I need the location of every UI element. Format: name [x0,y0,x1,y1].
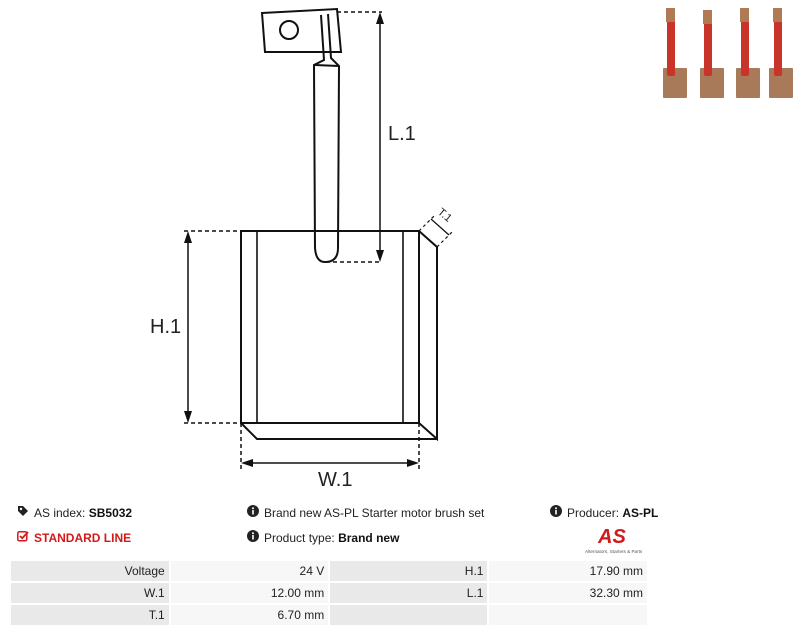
producer-label: Producer: [567,506,620,520]
logo-tagline: Alternators, Starters & Parts [585,549,643,554]
spec-value: 6.70 mm [170,605,329,625]
as-index-label: AS index: [34,506,86,520]
spec-value: 24 V [170,561,329,581]
table-row: T.1 6.70 mm [11,605,647,625]
label-t1: T.1 [435,206,454,225]
table-row: W.1 12.00 mm L.1 32.30 mm [11,583,647,603]
producer-value: AS-PL [622,506,659,520]
product-type: Product type: Brand new [246,530,399,546]
standard-line: STANDARD LINE [16,530,131,546]
standard-line-text: STANDARD LINE [34,531,132,545]
as-index-value: SB5032 [88,506,133,520]
product-type-label: Product type: [264,531,335,545]
label-l1: L.1 [388,123,416,145]
description-text: Brand new AS-PL Starter motor brush set [264,506,485,520]
spec-label: T.1 [11,605,169,625]
tag-icon [16,505,30,521]
brush-photo-4 [769,8,793,98]
brush-photo-3 [736,8,760,98]
info-icon [549,505,563,521]
product-description: Brand new AS-PL Starter motor brush set [246,505,484,521]
as-index: AS index: SB5032 [16,505,132,521]
spec-label: W.1 [11,583,169,603]
checkbox-icon [16,530,30,546]
spec-label: Voltage [11,561,169,581]
table-row: Voltage 24 V H.1 17.90 mm [11,561,647,581]
terminal-tab [260,7,343,53]
brush-photo-1 [663,8,687,98]
brush-photo-2 [700,10,724,98]
spec-label: L.1 [330,583,488,603]
product-type-value: Brand new [338,531,400,545]
terminal-hole [279,20,299,40]
logo-mark: AS [597,526,626,548]
spec-value [489,605,647,625]
spec-label: H.1 [330,561,488,581]
info-icon [246,530,260,546]
specs-table: Voltage 24 V H.1 17.90 mm W.1 12.00 mm L… [9,559,649,627]
info-icon [246,505,260,521]
spec-value: 12.00 mm [170,583,329,603]
spec-label [330,605,488,625]
brush-body [240,230,420,424]
brush-dimension-diagram: L.1 H.1 W.1 T.1 [150,7,454,491]
producer: Producer: AS-PL [549,505,658,521]
brush-wire [312,13,341,264]
as-pl-logo: AS Alternators, Starters & Parts [585,526,643,554]
spec-value: 32.30 mm [489,583,647,603]
label-w1: W.1 [318,469,352,491]
spec-value: 17.90 mm [489,561,647,581]
label-h1: H.1 [150,316,181,338]
product-photo [663,8,793,98]
